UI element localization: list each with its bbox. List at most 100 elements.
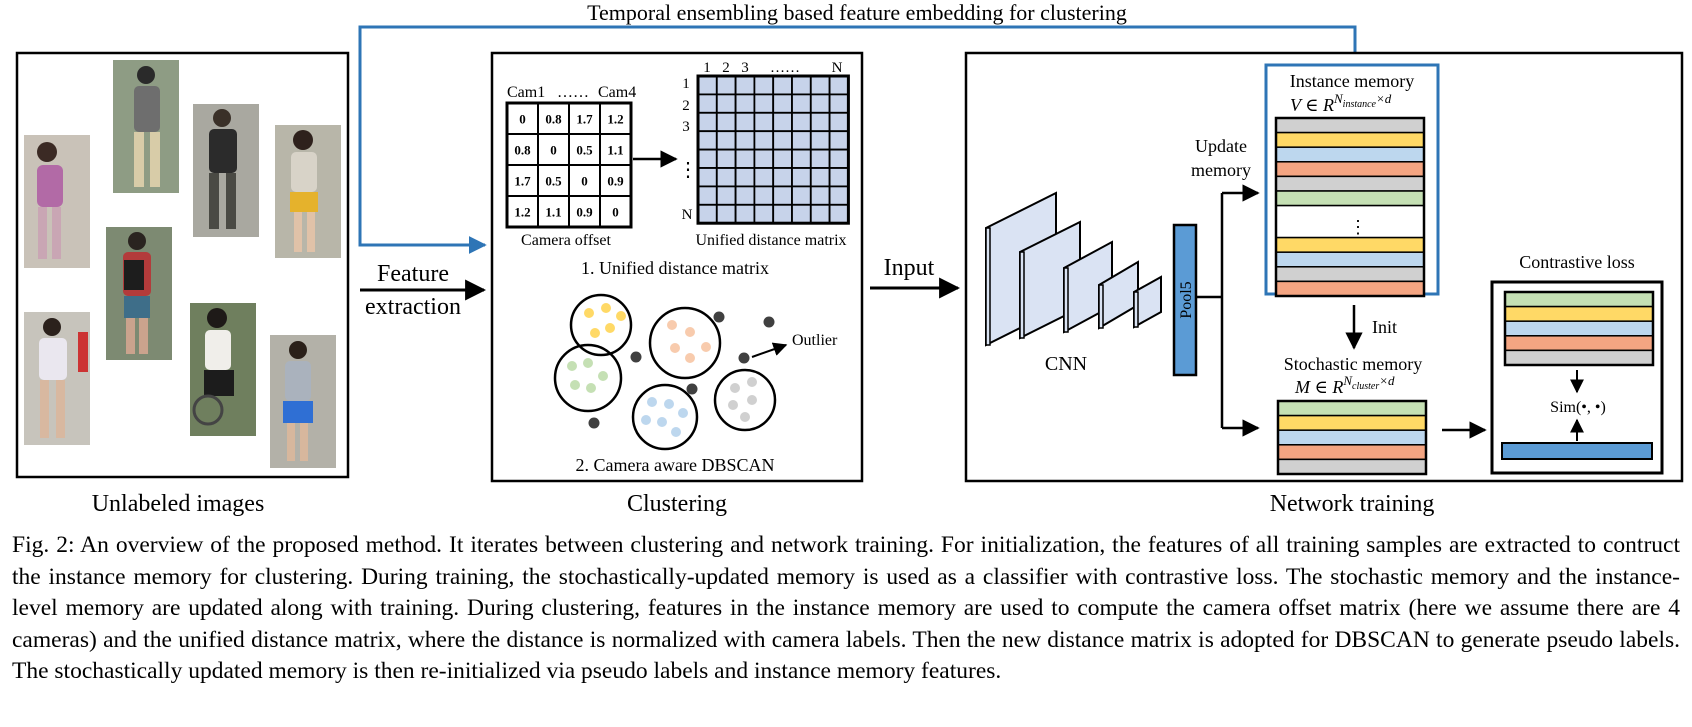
- update-memory-label-line2: memory: [1191, 160, 1251, 180]
- unified-cell: [697, 167, 718, 188]
- matrix-value: 0: [581, 174, 588, 189]
- unified-matrix-title: 1. Unified distance matrix: [581, 258, 769, 278]
- unified-cell: [772, 148, 793, 169]
- unified-cell: [791, 93, 812, 114]
- formula-dim: ×d: [1379, 373, 1395, 388]
- contrastive-memory-bars: [1503, 290, 1655, 367]
- unified-cell: [697, 93, 718, 114]
- unified-cell: [715, 75, 737, 96]
- stochastic-memory-bar: [1277, 458, 1427, 475]
- cam-header-left: Cam1: [507, 84, 545, 101]
- sample-point: [583, 358, 593, 368]
- instance-memory-bar: [1275, 266, 1425, 283]
- instance-memory-bar: [1275, 131, 1425, 148]
- instance-memory-formula: V ∈ RNinstance×d: [1290, 91, 1392, 115]
- sample-point: [685, 327, 695, 337]
- matrix-value: 0: [612, 205, 619, 220]
- stochastic-memory-bar: [1277, 444, 1427, 461]
- matrix-value: 0: [519, 112, 526, 127]
- unified-cell: [772, 93, 793, 114]
- unified-col-label: 2: [722, 60, 730, 76]
- pedestrian-image: [113, 60, 179, 193]
- pedestrian-image: [275, 125, 341, 258]
- cluster-circle: [631, 383, 699, 451]
- unified-cell: [809, 185, 831, 206]
- sample-point: [616, 311, 626, 321]
- unified-cell: [753, 75, 775, 96]
- sample-point: [678, 408, 688, 418]
- matrix-value: 0.5: [545, 174, 562, 189]
- unified-cell: [697, 185, 718, 206]
- outlier-point: [686, 383, 698, 395]
- instance-memory-title: Instance memory: [1290, 71, 1414, 91]
- pedestrian-image: [190, 303, 256, 436]
- unified-cell: [753, 93, 775, 114]
- unified-cell: [697, 75, 718, 96]
- unified-col-label: N: [832, 60, 843, 76]
- formula-sub: instance: [1343, 99, 1377, 110]
- unified-cell: [734, 203, 756, 225]
- unified-cell: [753, 203, 775, 225]
- unified-row-label: 1: [682, 76, 690, 92]
- unified-cell: [791, 203, 812, 225]
- update-memory-label-line1: Update: [1195, 136, 1247, 156]
- unified-cell: [772, 75, 793, 96]
- instance-memory-bar: [1275, 280, 1425, 297]
- unified-cell: [809, 148, 831, 169]
- unified-cell: [828, 93, 850, 114]
- unified-cell: [772, 185, 793, 206]
- unified-cell: [753, 148, 775, 169]
- cluster-circle: [648, 306, 722, 380]
- sample-point: [567, 361, 577, 371]
- init-label: Init: [1372, 317, 1397, 337]
- matrix-value: 1.1: [545, 205, 561, 220]
- pedestrian-thumbnails: [24, 60, 341, 468]
- sample-point: [671, 427, 681, 437]
- unified-cell: [715, 185, 737, 206]
- sample-point: [730, 383, 740, 393]
- unified-cell: [809, 111, 831, 133]
- sample-point: [570, 380, 580, 390]
- camera-offset-caption: Camera offset: [521, 232, 611, 249]
- stochastic-memory-bar: [1277, 414, 1427, 431]
- cam-header-right: Cam4: [598, 84, 636, 101]
- cnn-layer-side: [1019, 251, 1025, 339]
- method-overview-diagram: Temporal ensembling based feature embedd…: [15, 0, 1684, 517]
- contrastive-memory-bar: [1504, 305, 1654, 322]
- unified-cell: [715, 203, 737, 225]
- instance-memory-bar: [1275, 175, 1425, 192]
- temporal-ensembling-arrow: [358, 25, 1357, 254]
- matrix-value: 0.8: [545, 112, 562, 127]
- outlier-point: [630, 351, 642, 363]
- temporal-ensembling-label: Temporal ensembling based feature embedd…: [587, 0, 1127, 25]
- matrix-value: 0.9: [607, 174, 624, 189]
- unified-cell: [791, 148, 812, 169]
- unified-cell: [828, 203, 850, 225]
- outlier-arrow: [751, 342, 788, 358]
- unified-row-labels: 1 2 3 ⋮ N: [678, 76, 698, 223]
- outlier-label: Outlier: [792, 332, 838, 349]
- matrix-value: 0.5: [576, 143, 593, 158]
- stochastic-memory-bar: [1277, 400, 1427, 417]
- cnn-label: CNN: [1045, 353, 1087, 375]
- matrix-value: 1.2: [607, 112, 623, 127]
- unified-border: [696, 74, 850, 225]
- sample-point: [667, 320, 677, 330]
- instance-memory-bar: [1275, 251, 1425, 268]
- unified-cell: [772, 167, 793, 188]
- sample-point: [598, 371, 608, 381]
- clustering-label: Clustering: [627, 491, 727, 517]
- unified-cell: [715, 148, 737, 169]
- unified-row-label: 3: [682, 119, 690, 135]
- instance-memory-bar: [1275, 117, 1425, 134]
- matrix-value: 1.7: [514, 174, 531, 189]
- stochastic-memory-bars: [1276, 399, 1428, 476]
- feature-extraction-label-line2: extraction: [365, 294, 461, 320]
- matrix-value: 1.2: [514, 205, 530, 220]
- unified-cell: [734, 148, 756, 169]
- sample-point: [670, 343, 680, 353]
- unified-cell: [715, 130, 737, 151]
- contrastive-memory-bar: [1504, 349, 1654, 366]
- contrastive-loss-title: Contrastive loss: [1519, 252, 1635, 272]
